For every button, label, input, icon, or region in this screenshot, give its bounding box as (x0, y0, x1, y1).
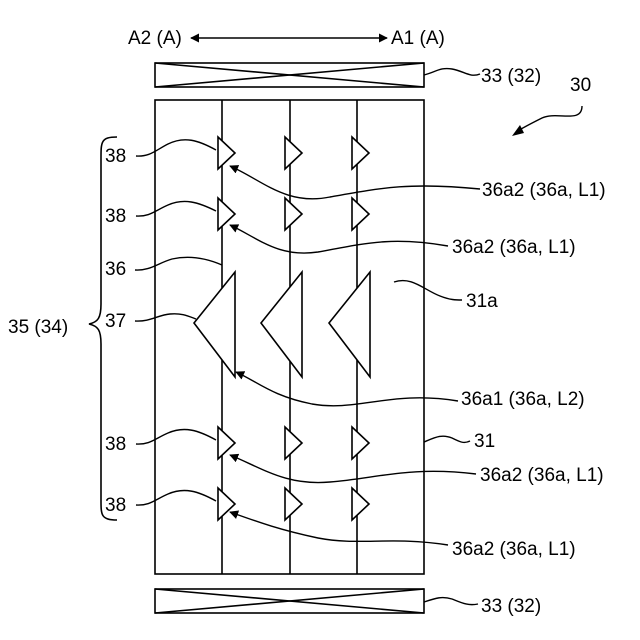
large-protrusion (194, 272, 235, 377)
label-roller-top: 33 (32) (481, 66, 541, 87)
direction-right-label: A1 (A) (391, 28, 445, 49)
top-roller (155, 63, 424, 87)
label-small-protrusion-3: 38 (105, 434, 126, 455)
leader-large-protrusion (135, 314, 196, 321)
small-protrusion (352, 488, 369, 520)
direction-left-label: A2 (A) (128, 28, 182, 49)
small-protrusion (285, 427, 302, 459)
small-protrusion (218, 198, 235, 230)
leader-roller-top (424, 69, 480, 76)
small-protrusion (352, 427, 369, 459)
label-belt: 31 (474, 431, 495, 452)
small-protrusion (352, 198, 369, 230)
label-l1-2: 36a2 (36a, L1) (452, 237, 576, 258)
label-l1-1: 36a2 (36a, L1) (482, 180, 606, 201)
label-assembly: 30 (570, 75, 591, 96)
label-roller-bottom: 33 (32) (481, 596, 541, 617)
small-protrusion (285, 198, 302, 230)
leader-small-protrusion-3 (136, 429, 216, 444)
leader-l1-4 (230, 512, 448, 545)
leader-small-protrusion-2 (136, 201, 216, 216)
small-protrusion (352, 137, 369, 169)
small-protrusion (218, 427, 235, 459)
label-small-protrusion-1: 38 (105, 146, 126, 167)
left-annotations: 35 (34) 38 38 36 37 38 38 (8, 137, 222, 520)
leader-small-protrusion-4 (136, 490, 216, 505)
label-groove: 36 (105, 259, 126, 280)
leader-surface (394, 281, 462, 300)
leader-groove (135, 257, 222, 270)
direction-indicator: A2 (A) A1 (A) (128, 28, 445, 49)
label-l1-3: 36a2 (36a, L1) (480, 465, 604, 486)
leader-assembly (516, 106, 582, 132)
label-small-protrusion-2: 38 (105, 206, 126, 227)
bottom-roller (155, 589, 424, 613)
label-l1-4: 36a2 (36a, L1) (452, 539, 576, 560)
label-surface: 31a (466, 291, 498, 312)
large-protrusion (329, 272, 370, 377)
small-protrusion (218, 488, 235, 520)
label-large-protrusion: 37 (105, 311, 126, 332)
label-l2: 36a1 (36a, L2) (461, 389, 585, 410)
assembly-arrowhead (512, 125, 524, 136)
leader-l1-1 (230, 166, 480, 199)
small-protrusion (285, 137, 302, 169)
label-region: 35 (34) (8, 317, 68, 338)
label-small-protrusion-4: 38 (105, 495, 126, 516)
leader-l1-2 (230, 225, 448, 253)
large-protrusions (194, 272, 370, 377)
small-protrusion (285, 488, 302, 520)
large-protrusion (261, 272, 302, 377)
leader-small-protrusion-1 (136, 140, 216, 156)
leader-belt (424, 436, 470, 442)
small-protrusion (218, 137, 235, 169)
leader-roller-bottom (424, 598, 478, 605)
